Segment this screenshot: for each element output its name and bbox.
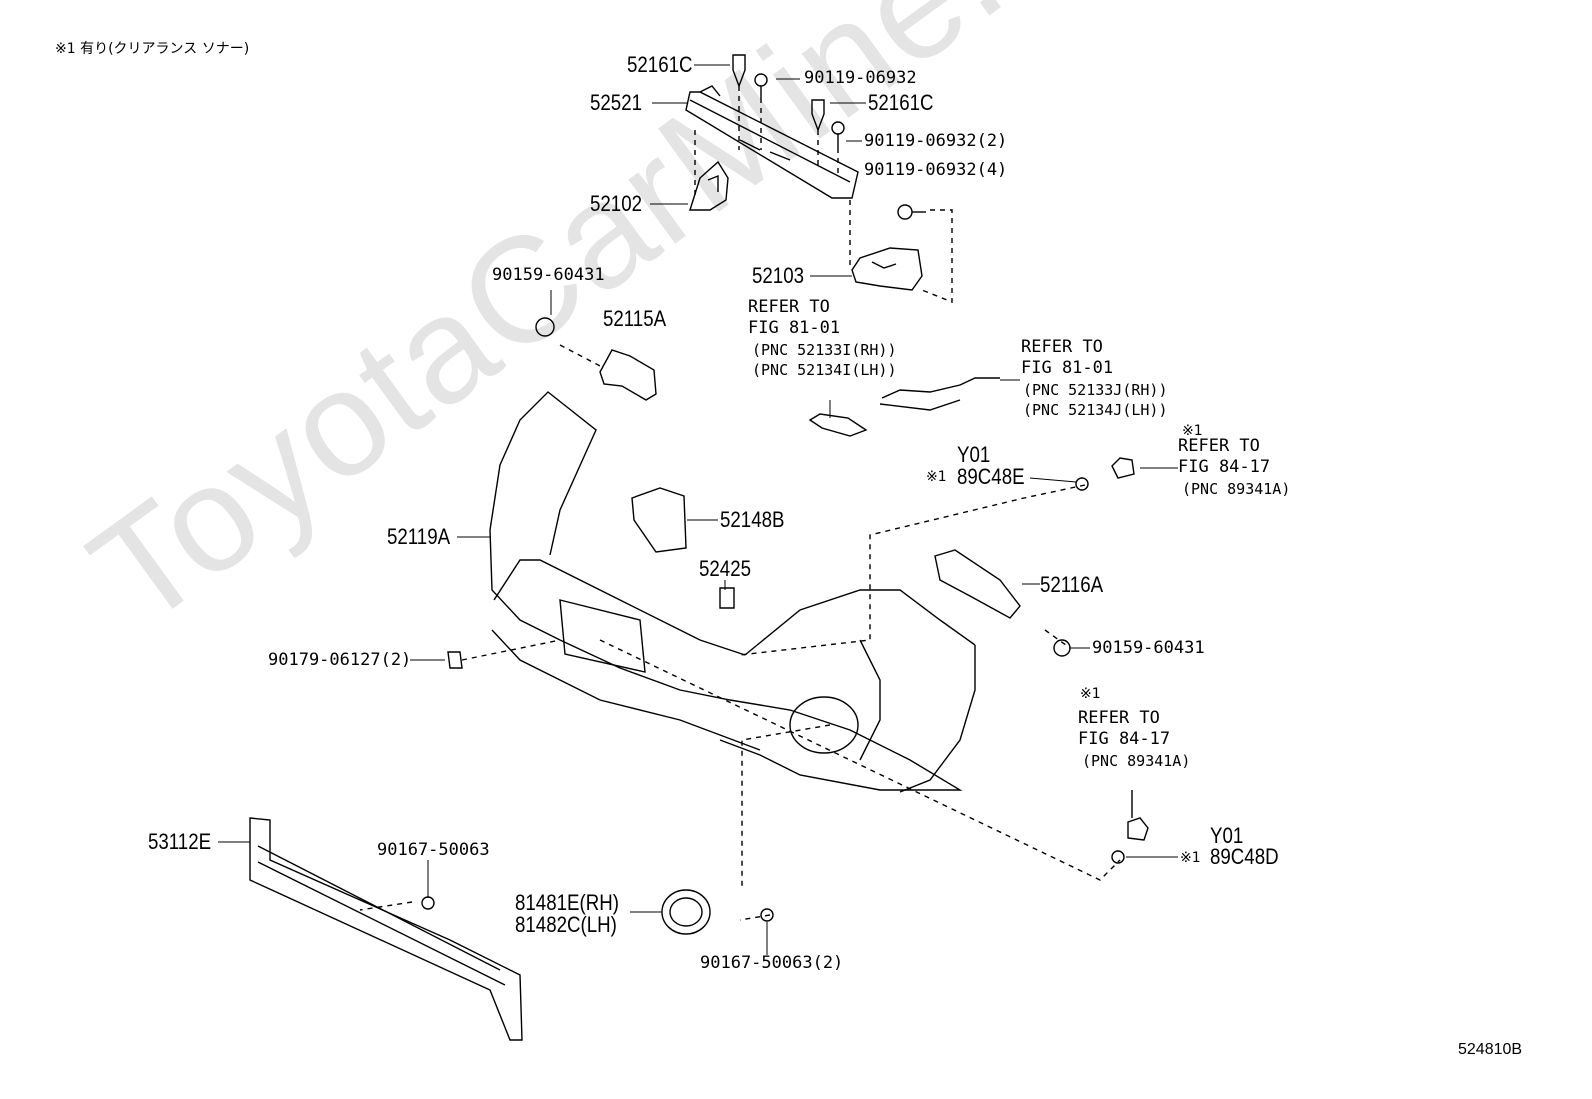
label-52116A: 52116A — [1040, 572, 1104, 597]
fog-bezel — [661, 889, 774, 935]
ref2-line2: FIG 81-01 — [1021, 358, 1114, 378]
label-89C48D: 89C48D — [1210, 844, 1279, 869]
label-90167-b: 90167-50063(2) — [700, 953, 844, 973]
label-52425: 52425 — [699, 556, 752, 581]
label-90119-a: 90119-06932 — [804, 68, 917, 88]
fasteners-upper — [732, 54, 926, 220]
label-90119-b: 90119-06932(2) — [864, 131, 1008, 151]
ref3-mark: ※1 — [1182, 423, 1203, 439]
label-90179: 90179-06127(2) — [268, 650, 412, 670]
label-52103: 52103 — [752, 263, 805, 288]
ref3-line1: REFER TO — [1178, 436, 1260, 456]
bracket-52116A — [934, 549, 1071, 657]
label-52521: 52521 — [590, 90, 643, 115]
ref4-mark: ※1 — [1080, 686, 1101, 702]
assembly-lines — [359, 86, 1121, 921]
sonar-note: ※1 有り(クリアランス ソナー) — [55, 41, 250, 57]
label-89C48E: 89C48E — [957, 464, 1025, 489]
duct-52148B — [631, 487, 735, 609]
ref2-line4: (PNC 52134J(LH)) — [1023, 401, 1168, 419]
label-52115A: 52115A — [603, 306, 667, 331]
ref1-line3: (PNC 52133I(RH)) — [752, 341, 897, 359]
label-90119-c: 90119-06932(4) — [864, 160, 1008, 180]
label-53112E: 53112E — [148, 829, 212, 854]
ref2-line1: REFER TO — [1021, 337, 1103, 357]
ref2-line3: (PNC 52133J(RH)) — [1023, 381, 1168, 399]
ref3-line3: (PNC 89341A) — [1182, 480, 1291, 498]
ref3-line2: FIG 84-17 — [1178, 457, 1271, 477]
bracket-52103 — [851, 247, 923, 291]
bracket-52102 — [689, 160, 729, 211]
ref4-line2: FIG 84-17 — [1078, 729, 1171, 749]
label-52161C-a: 52161C — [627, 52, 693, 77]
label-52161C-b: 52161C — [868, 90, 934, 115]
ref1-line4: (PNC 52134I(LH)) — [752, 361, 897, 379]
mark-note-b: ※1 — [1180, 850, 1201, 866]
label-81482C: 81482C(LH) — [515, 912, 617, 937]
bumper-cover-52119A — [489, 391, 976, 793]
reinforcement-52521 — [685, 85, 859, 199]
label-90159-b: 90159-60431 — [1092, 638, 1205, 658]
label-y01-b: Y01 — [1210, 823, 1244, 848]
label-52102: 52102 — [590, 191, 643, 216]
label-81481E: 81481E(RH) — [515, 890, 619, 915]
ref1-line2: FIG 81-01 — [748, 318, 841, 338]
ref1-line1: REFER TO — [748, 297, 830, 317]
sensors — [1075, 457, 1149, 864]
label-52148B: 52148B — [720, 507, 785, 532]
label-90167-a: 90167-50063 — [377, 840, 490, 860]
figure-code: 524810B — [1458, 1041, 1523, 1058]
wire-harness — [808, 377, 1000, 437]
ref4-line1: REFER TO — [1078, 708, 1160, 728]
ref4-line3: (PNC 89341A) — [1082, 752, 1191, 770]
label-52119A: 52119A — [387, 524, 451, 549]
leader-lines — [218, 64, 1178, 955]
label-y01-a: Y01 — [957, 442, 991, 467]
label-90159-a: 90159-60431 — [492, 265, 605, 285]
mark-note-a: ※1 — [926, 469, 947, 485]
fastener-icons — [447, 651, 463, 669]
bracket-52115A — [535, 317, 657, 401]
